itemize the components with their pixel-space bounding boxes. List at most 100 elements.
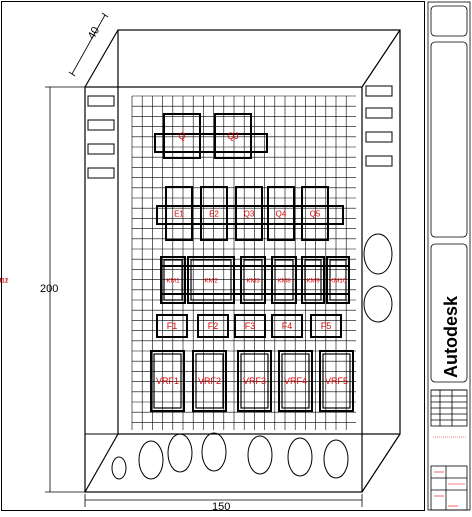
right-vents (365, 85, 393, 167)
title-block-brand: Autodesk (441, 295, 461, 378)
component-inner (304, 259, 322, 301)
component-box (234, 314, 266, 338)
component-box (150, 350, 185, 412)
component-inner (190, 259, 232, 301)
cable-gland (167, 433, 193, 473)
component-inner (274, 259, 294, 301)
component-label: Q (178, 131, 185, 141)
component-box (163, 113, 201, 159)
right-vent-slot (365, 155, 393, 167)
cable-gland (201, 432, 227, 472)
height-dimension (45, 86, 85, 493)
component-box (197, 314, 229, 338)
component-label: F4 (282, 321, 293, 331)
component-box (235, 186, 263, 241)
component-box (200, 186, 228, 241)
side-knob (363, 233, 393, 275)
component-inner (163, 259, 183, 301)
title-block-red-marks (433, 436, 466, 507)
component-box (319, 350, 354, 412)
left-vent-slot (87, 143, 115, 155)
component-label: Q4 (276, 209, 287, 218)
component-label: VRF5 (325, 376, 348, 386)
right-vent-slot (365, 107, 393, 119)
component-label: VRF1 (156, 376, 179, 386)
row-relays: VRF1 VRF2 VRF3 VRF4 VRF5 (150, 350, 354, 412)
component-inner (153, 353, 182, 409)
component-label: VRF4 (284, 376, 307, 386)
width-dimension-label: 150 (212, 501, 230, 512)
component-box (267, 186, 295, 241)
component-label: KM10 (330, 277, 347, 284)
left-vent-slot (87, 167, 115, 179)
component-label: F5 (321, 321, 332, 331)
component-box (187, 256, 235, 304)
component-box (240, 256, 266, 304)
row-fuses: F1 F2 F3 F4 F5 (156, 314, 342, 338)
cable-gland (111, 456, 127, 480)
component-box (271, 256, 297, 304)
component-inner (281, 353, 310, 409)
component-box (271, 314, 303, 338)
component-box (160, 256, 186, 304)
din-rail (156, 205, 344, 225)
component-label: F3 (245, 321, 256, 331)
component-box (214, 113, 252, 159)
component-label: E2 (209, 209, 219, 218)
component-label: KM11 (0, 277, 9, 284)
component-box (278, 350, 313, 412)
cable-glands (111, 432, 349, 480)
component-label: KM9 (306, 277, 320, 284)
row-breakers-main: Q QJ (154, 113, 268, 159)
component-label: KM3 (246, 277, 260, 284)
component-label: QJ (227, 131, 239, 141)
depth-dimension-label: 40 (86, 25, 103, 42)
cable-gland (287, 437, 313, 477)
component-label: KM2 (204, 277, 218, 284)
side-knob (363, 285, 393, 323)
component-label: KM12 (0, 277, 9, 284)
row-contactors: KM1 KM2 KM3 KM8 KM9 KM10 KM11KM12 (0, 256, 350, 304)
cable-gland (247, 435, 273, 475)
component-label: Q3 (244, 209, 255, 218)
component-inner (329, 259, 347, 301)
din-rail (154, 133, 268, 153)
component-box (237, 350, 272, 412)
cable-gland (323, 439, 349, 479)
component-label: KM8 (277, 277, 291, 284)
component-label: VRF2 (198, 376, 221, 386)
component-inner (240, 353, 269, 409)
component-box (156, 314, 188, 338)
left-vent-slot (87, 95, 115, 107)
component-box (165, 186, 193, 241)
component-box (301, 256, 325, 304)
right-vent-slot (365, 85, 393, 97)
sheet-border (1, 1, 425, 511)
component-label: KM1 (166, 277, 180, 284)
component-box (301, 186, 329, 241)
component-label: F2 (208, 321, 219, 331)
cable-gland (138, 440, 164, 480)
left-vent-slot (87, 119, 115, 131)
left-vents (87, 95, 115, 179)
row-breakers-2: E1 E2 Q3 Q4 Q5 (156, 186, 344, 241)
component-label: VRF3 (243, 376, 266, 386)
component-box (192, 350, 227, 412)
component-inner (195, 353, 224, 409)
side-knobs (363, 233, 393, 323)
depth-dimension (68, 12, 109, 77)
component-box (326, 256, 350, 304)
component-label: E1 (174, 209, 184, 218)
component-label: Q5 (310, 209, 321, 218)
width-dimension (84, 494, 363, 507)
component-box (310, 314, 342, 338)
title-block (427, 1, 471, 511)
component-label: F1 (167, 321, 178, 331)
component-inner (243, 259, 263, 301)
component-inner (322, 353, 351, 409)
right-vent-slot (365, 131, 393, 143)
height-dimension-label: 200 (40, 283, 58, 295)
